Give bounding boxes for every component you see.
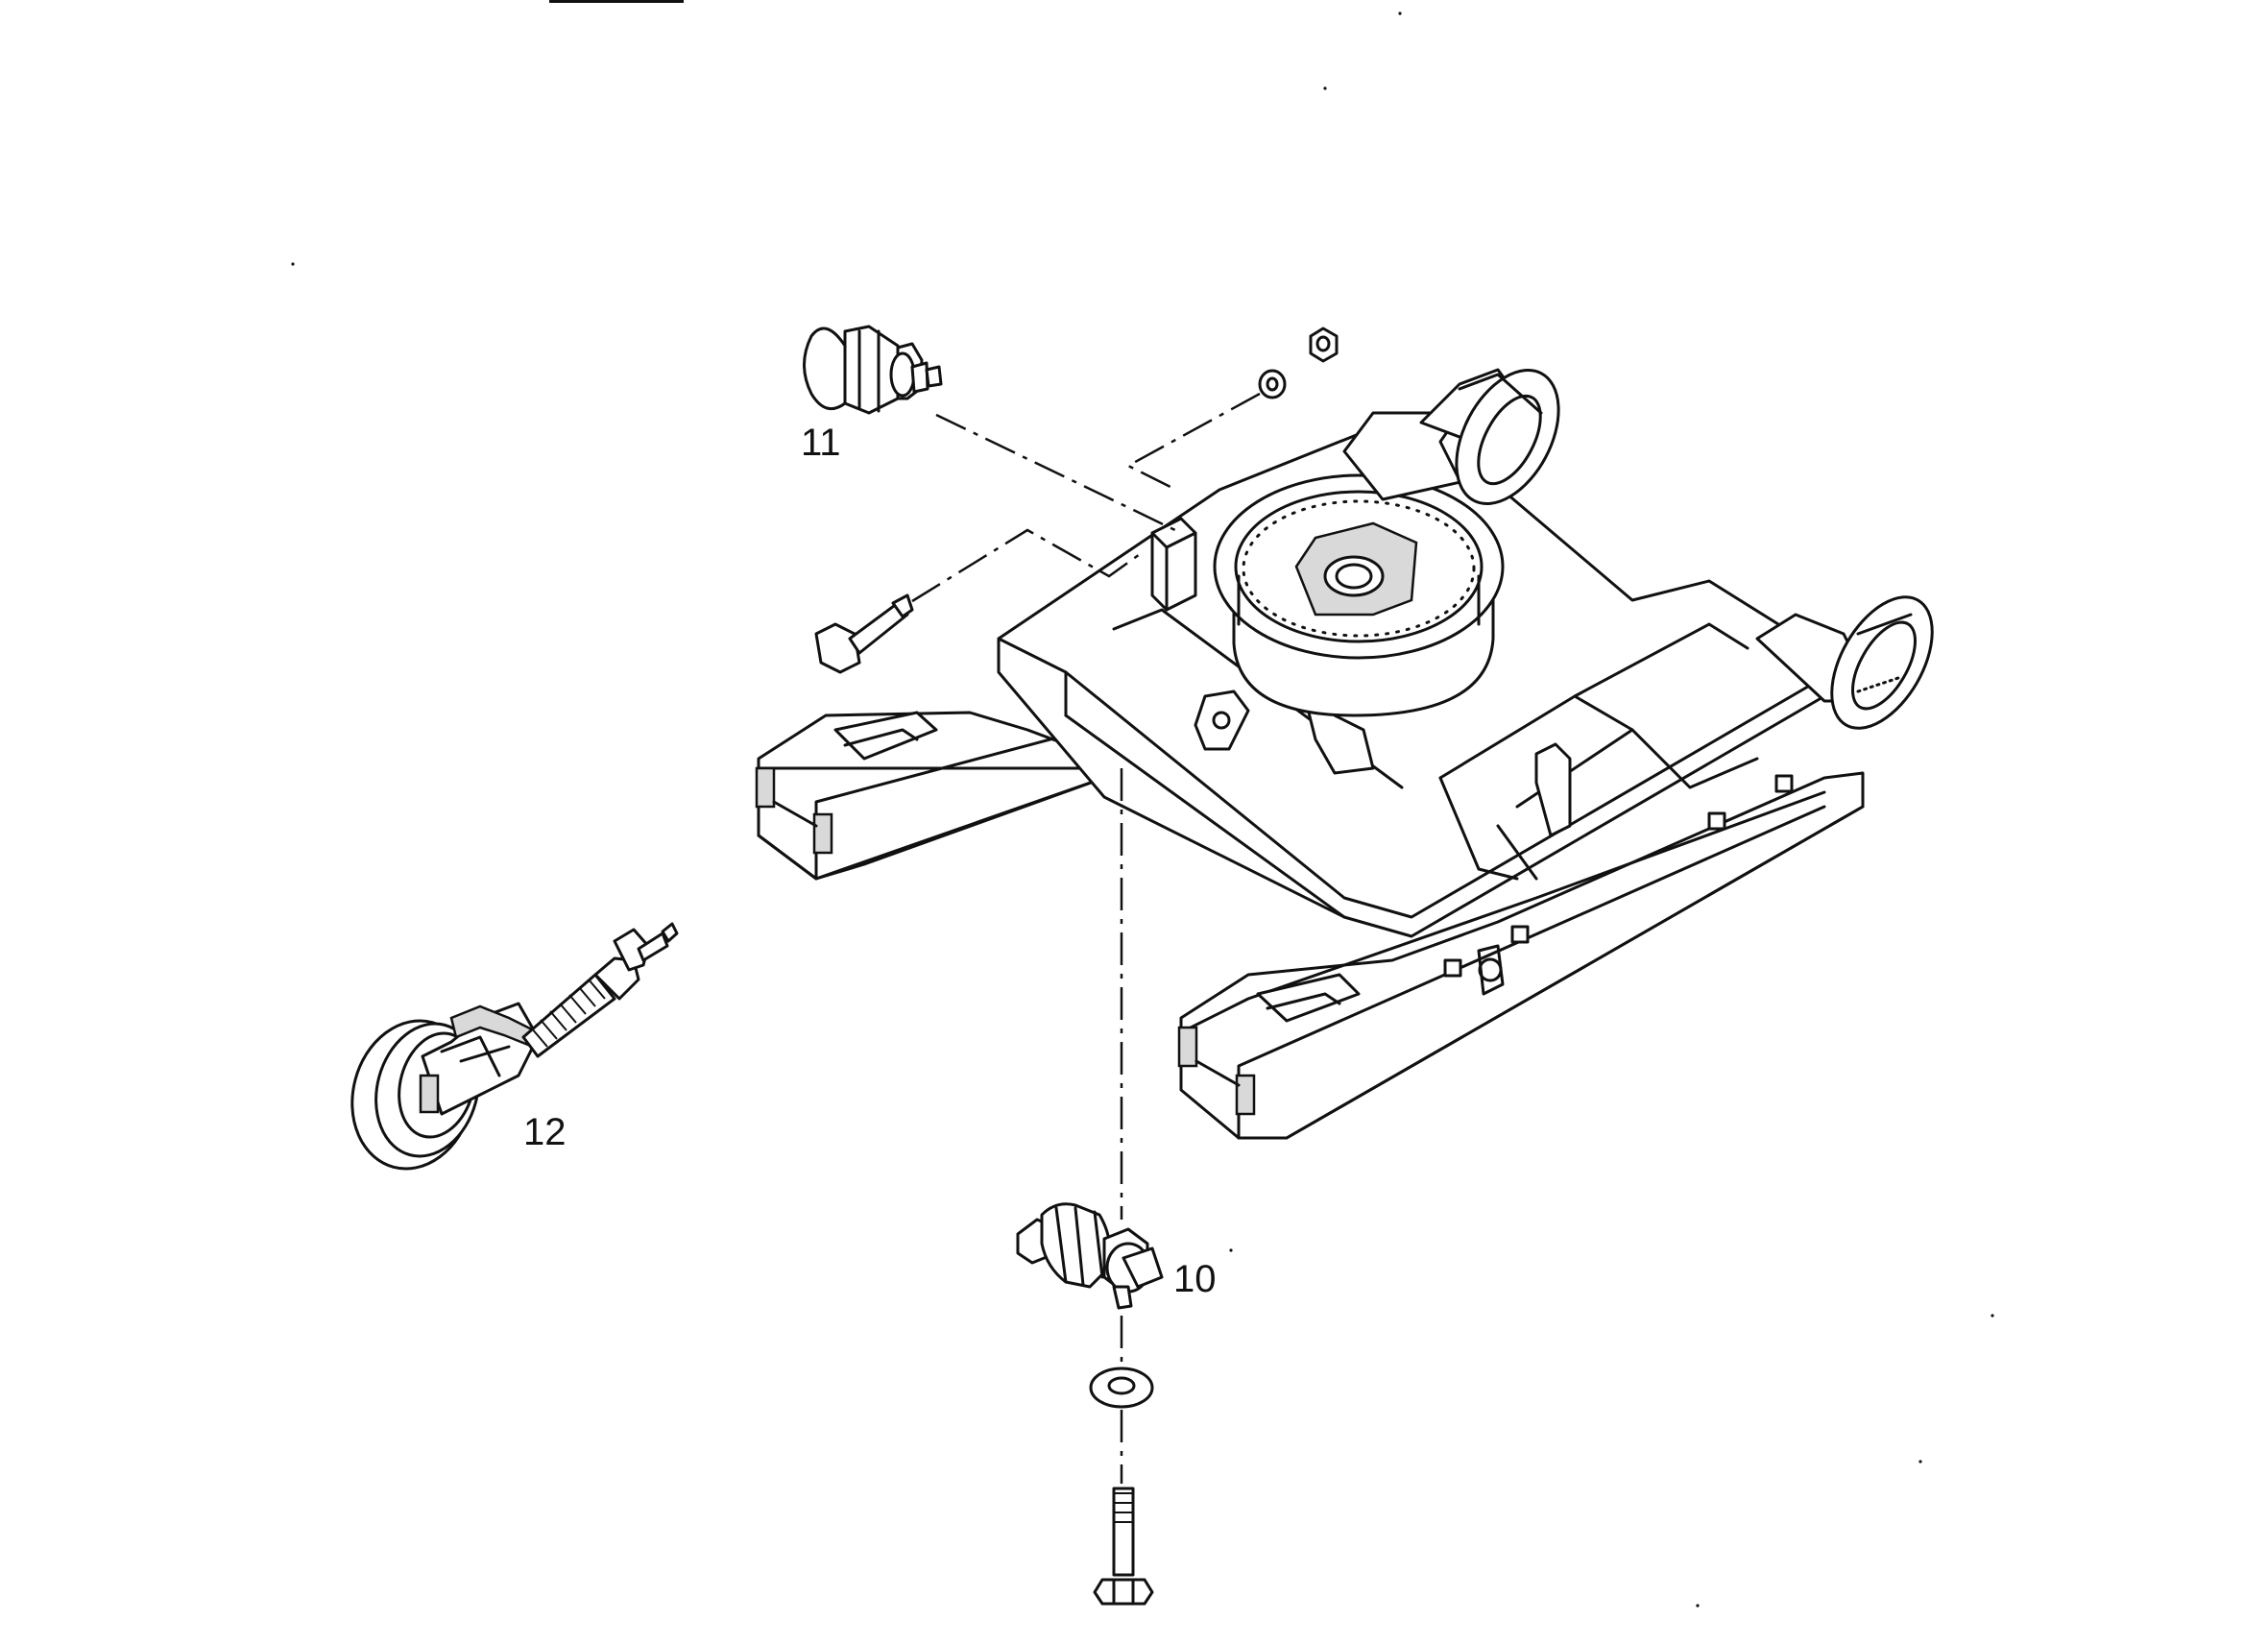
idler-mount-bracket	[1150, 517, 1197, 612]
tensioner-spring	[521, 973, 616, 1058]
nut-and-washer	[1258, 327, 1339, 399]
lower-hinge-bracket	[1755, 595, 1934, 730]
callout-12: 12	[523, 1111, 567, 1153]
part-10-track-roller	[1016, 1202, 1164, 1310]
callout-11: 11	[801, 422, 841, 464]
callout-10: 10	[1173, 1258, 1217, 1300]
roller-bolt	[1093, 1487, 1154, 1606]
assembly-center-lines	[911, 392, 1261, 1484]
swing-bearing-ring	[1213, 473, 1505, 717]
roller-washer	[1089, 1367, 1154, 1409]
undercarriage-frame	[755, 368, 1934, 1140]
print-specks	[291, 0, 1994, 1608]
part-12-track-tensioner	[350, 922, 679, 1171]
part-11-idler-roller	[803, 325, 943, 415]
upper-hinge-bracket	[1342, 368, 1560, 506]
mounting-bolt	[814, 593, 914, 674]
right-side-beam	[1177, 771, 1865, 1140]
